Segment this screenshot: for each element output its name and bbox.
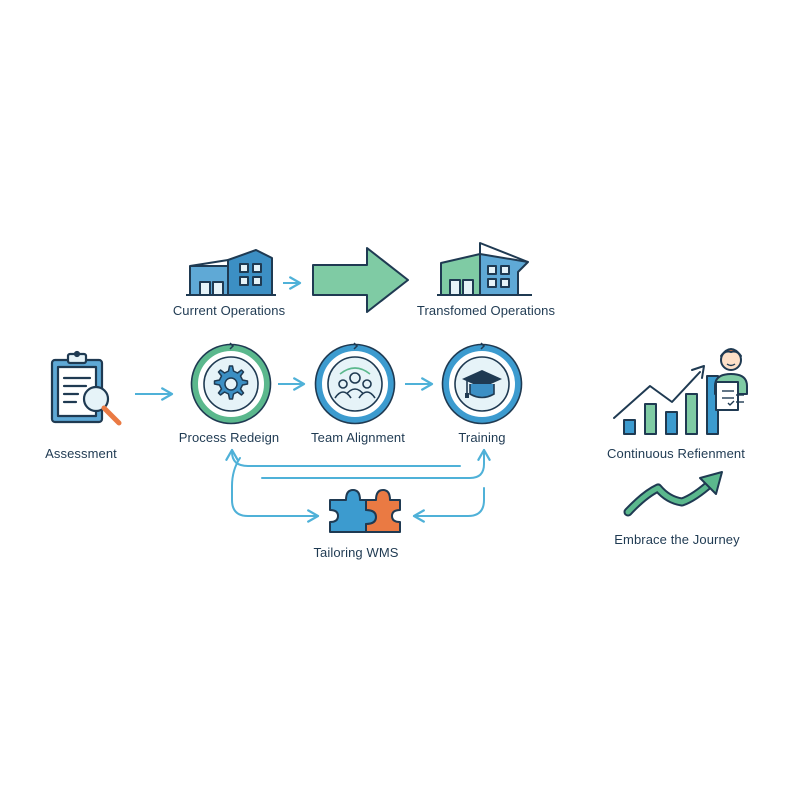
puzzle-icon — [329, 489, 401, 533]
team-alignment-label: Team Alignment — [311, 430, 405, 445]
assessment-label: Assessment — [45, 446, 117, 461]
continuous-refinement-label: Continuous Refienment — [607, 446, 745, 461]
growth-chart-icon — [613, 348, 748, 435]
feedback-loop — [225, 448, 491, 523]
warehouse-icon — [437, 242, 532, 296]
trend-arrow-icon — [623, 471, 723, 517]
transformed-operations-label: Transfomed Operations — [416, 303, 556, 318]
training-label: Training — [458, 430, 506, 445]
gear-icon — [190, 342, 272, 425]
warehouse-icon — [186, 249, 276, 296]
clipboard-magnifier-icon — [50, 350, 122, 426]
graduation-cap-icon — [441, 342, 523, 425]
right-arrow-icon — [312, 247, 409, 313]
embrace-journey-label: Embrace the Journey — [614, 532, 740, 547]
current-operations-label: Current Operations — [172, 303, 286, 318]
team-icon — [314, 342, 396, 425]
tailoring-wms-label: Tailoring WMS — [313, 545, 399, 560]
process-redesign-label: Process Redeign — [178, 430, 280, 445]
